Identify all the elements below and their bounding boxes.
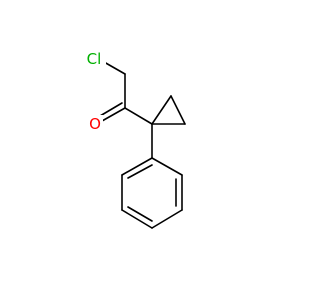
oxygen-atom: O — [87, 115, 103, 133]
benzene-bond-3 — [151, 209, 183, 229]
molecule-structure-diagram: Cl O — [84, 50, 186, 229]
oxygen-label: O — [89, 115, 101, 133]
chlorine-label: Cl — [87, 50, 102, 68]
benzene-bond-6 — [121, 157, 153, 176]
benzene-bond-1 — [151, 157, 183, 176]
bond-carbonyl-oxygen-1 — [101, 107, 126, 122]
bond-carbonyl-cyclopropyl — [124, 107, 153, 125]
benzene-inner-bond-3 — [127, 164, 153, 179]
bond-cl-ch2 — [103, 61, 126, 75]
chlorine-atom: Cl — [84, 50, 106, 71]
benzene-inner-bond-2 — [127, 206, 153, 222]
benzene-bond-4 — [121, 209, 153, 229]
cyclopropane-bond-2 — [170, 95, 186, 125]
bond-carbonyl-oxygen-2 — [99, 102, 123, 117]
cyclopropane-bond-1 — [151, 95, 172, 125]
